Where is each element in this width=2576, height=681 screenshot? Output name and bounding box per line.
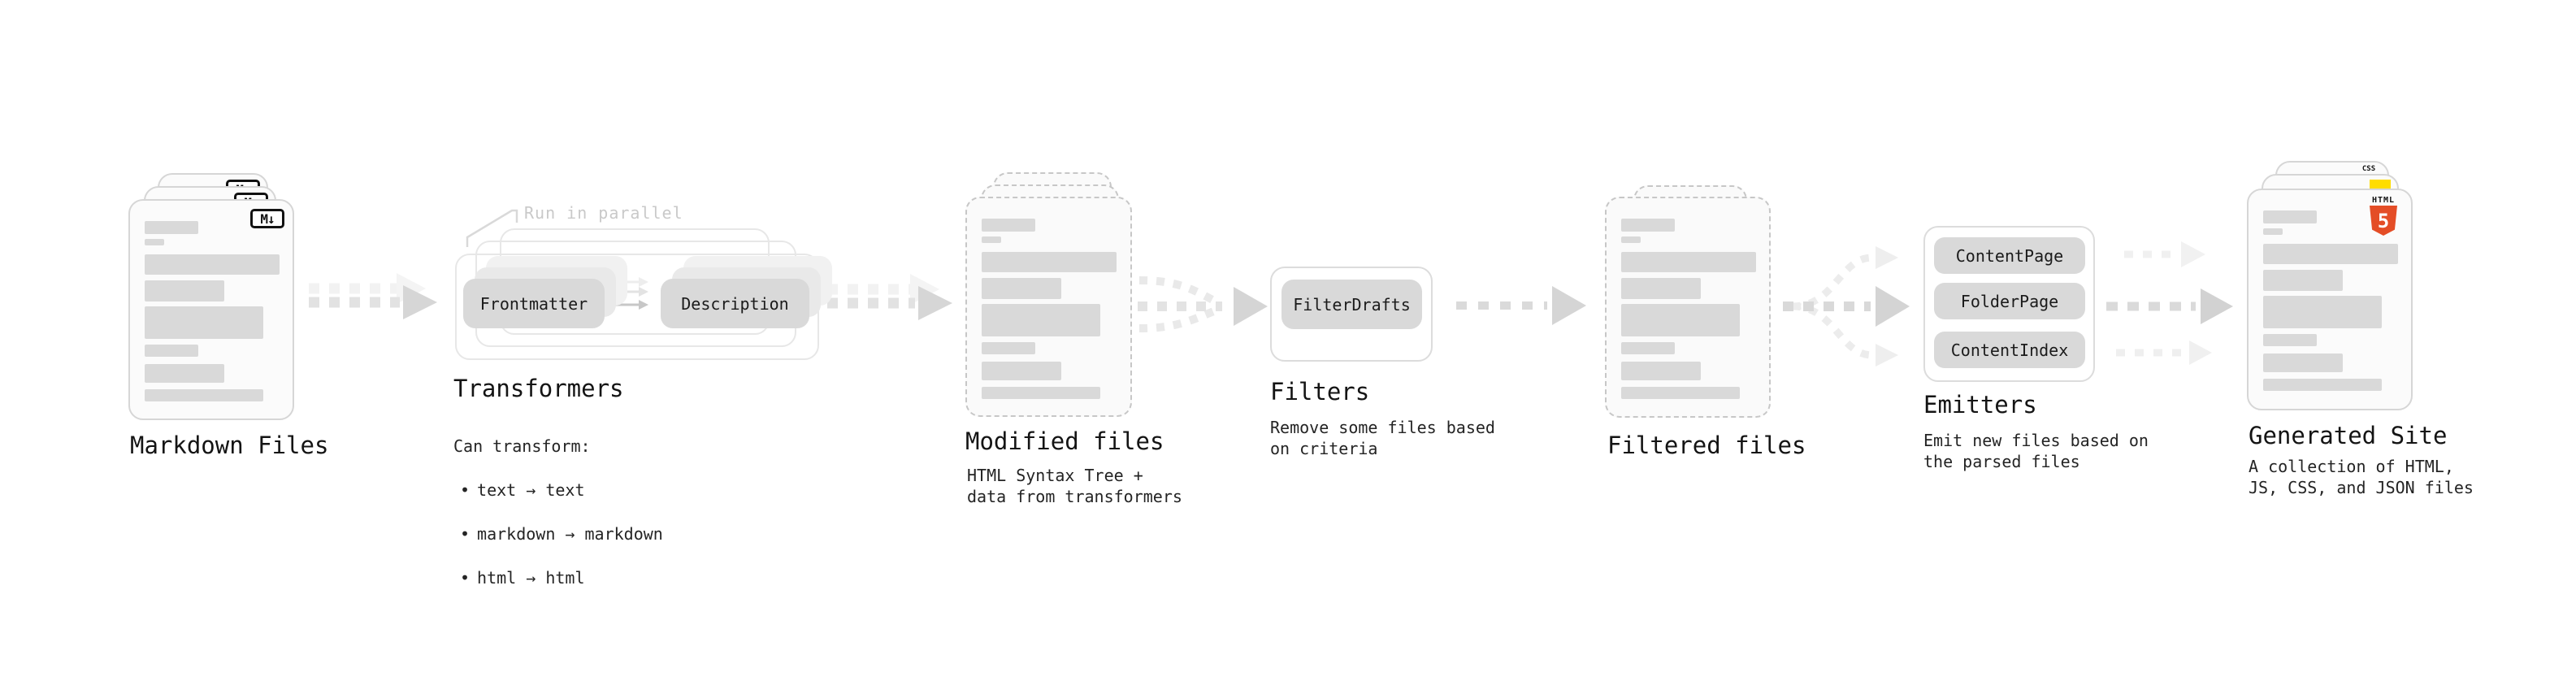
text-line-bar bbox=[145, 364, 224, 383]
filtered-file-card-front bbox=[1605, 197, 1771, 418]
file-content-placeholder bbox=[2249, 190, 2411, 391]
text-line-bar bbox=[1621, 342, 1675, 354]
emitter-pill-contentindex: ContentIndex bbox=[1934, 332, 2085, 368]
arrow-transformers-to-modified bbox=[827, 274, 952, 320]
text-line-bar bbox=[145, 239, 164, 245]
transformer-pill-frontmatter: Frontmatter bbox=[463, 279, 605, 328]
text-line-bar bbox=[982, 304, 1100, 336]
stage-label-filters: Filters bbox=[1270, 378, 1370, 406]
text-line-bar bbox=[982, 278, 1061, 299]
arrow-filters-to-filtered bbox=[1456, 286, 1586, 325]
html5-badge-label: HTML bbox=[2371, 196, 2396, 205]
stage-label-modified-files: Modified files bbox=[965, 427, 1164, 455]
markdown-file-card-front: M↓ bbox=[128, 199, 294, 420]
text-line-bar bbox=[2263, 296, 2382, 328]
emitter-pill-contentpage: ContentPage bbox=[1934, 237, 2085, 274]
text-line-bar bbox=[1621, 219, 1675, 232]
stage-label-transformers: Transformers bbox=[453, 375, 624, 402]
text-line-bar bbox=[982, 362, 1061, 380]
filters-caption: Remove some files based on criteria bbox=[1270, 418, 1495, 458]
stage-label-filtered-files: Filtered files bbox=[1607, 432, 1806, 459]
html5-badge-icon: HTML 5 bbox=[2366, 197, 2401, 236]
caption-bullet: •html → html bbox=[460, 568, 585, 588]
file-content-placeholder bbox=[130, 201, 293, 401]
js-badge-icon bbox=[2370, 180, 2391, 190]
arrow-filtered-fanout-to-emitters bbox=[1783, 246, 1910, 367]
arrow-modified-merge-to-filters bbox=[1138, 276, 1268, 332]
text-line-bar bbox=[145, 280, 224, 301]
transformers-caption: Can transform: •text → text •markdown → … bbox=[453, 414, 663, 611]
generated-file-card-front: HTML 5 bbox=[2247, 189, 2413, 410]
emitters-caption: Emit new files based on the parsed files bbox=[1923, 431, 2149, 471]
text-line-bar bbox=[982, 219, 1035, 232]
caption-bullet: •text → text bbox=[460, 480, 585, 500]
file-content-placeholder bbox=[967, 198, 1130, 399]
arrows-emitters-to-generated bbox=[2106, 241, 2233, 365]
text-line-bar bbox=[1621, 362, 1701, 380]
stage-label-markdown-files: Markdown Files bbox=[130, 432, 329, 459]
generated-site-caption: A collection of HTML, JS, CSS, and JSON … bbox=[2249, 457, 2474, 497]
text-line-bar bbox=[982, 387, 1100, 399]
text-line-bar bbox=[982, 342, 1035, 354]
emitter-pill-folderpage: FolderPage bbox=[1934, 283, 2085, 319]
css-badge-label: CSS bbox=[2361, 165, 2376, 173]
text-line-bar bbox=[1621, 252, 1756, 272]
run-in-parallel-note: Run in parallel bbox=[524, 203, 683, 223]
bullet-icon: • bbox=[460, 568, 471, 588]
filter-pill-filterdrafts: FilterDrafts bbox=[1281, 280, 1422, 329]
text-line-bar bbox=[2263, 270, 2343, 291]
text-line-bar bbox=[1621, 278, 1701, 299]
stage-label-generated-site: Generated Site bbox=[2249, 422, 2448, 449]
transformer-pill-description: Description bbox=[661, 279, 809, 328]
bullet-icon: • bbox=[460, 480, 471, 500]
text-line-bar bbox=[2263, 354, 2343, 372]
note-leader-line bbox=[466, 209, 518, 247]
bullet-icon: • bbox=[460, 524, 471, 544]
caption-bullet: •markdown → markdown bbox=[460, 524, 663, 544]
arrow-markdown-to-transformers bbox=[309, 273, 437, 319]
text-line-bar bbox=[145, 389, 263, 401]
text-line-bar bbox=[982, 236, 1001, 243]
text-line-bar bbox=[145, 306, 263, 339]
html5-shield: 5 bbox=[2370, 206, 2397, 236]
stage-label-emitters: Emitters bbox=[1923, 391, 2037, 419]
text-line-bar bbox=[1621, 304, 1740, 336]
text-line-bar bbox=[1621, 387, 1740, 399]
modified-files-caption: HTML Syntax Tree + data from transformer… bbox=[967, 466, 1182, 506]
text-line-bar bbox=[982, 252, 1117, 272]
text-line-bar bbox=[145, 254, 280, 275]
markdown-badge-icon: M↓ bbox=[250, 209, 284, 228]
text-line-bar bbox=[2263, 379, 2382, 391]
text-line-bar bbox=[2263, 244, 2398, 264]
text-line-bar bbox=[145, 345, 198, 357]
caption-line: Can transform: bbox=[453, 436, 591, 456]
modified-file-card-front bbox=[965, 197, 1132, 417]
text-line-bar bbox=[1621, 236, 1641, 243]
text-line-bar bbox=[2263, 228, 2283, 235]
file-content-placeholder bbox=[1607, 198, 1769, 399]
text-line-bar bbox=[2263, 334, 2317, 346]
text-line-bar bbox=[145, 221, 198, 234]
text-line-bar bbox=[2263, 210, 2317, 223]
